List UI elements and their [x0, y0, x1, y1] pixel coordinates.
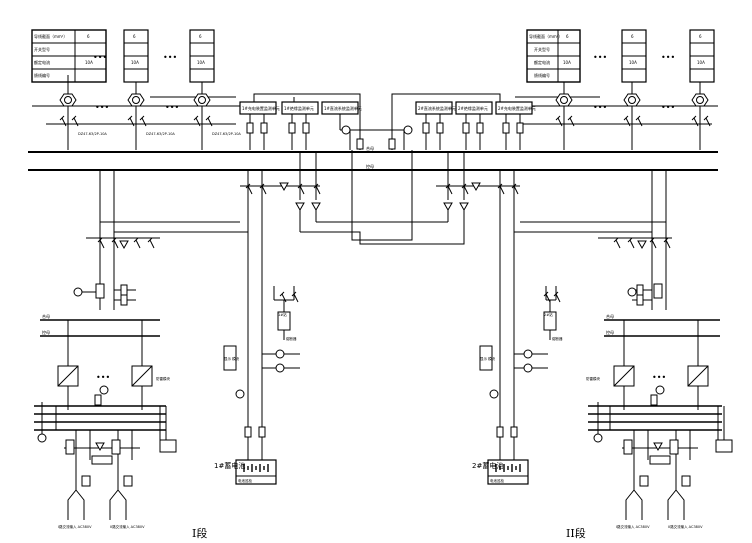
svg-text:•••: •••: [652, 373, 666, 382]
left-fuse-label: 熔断器: [286, 336, 297, 341]
right-module-2: 2#绝缘监测单元: [458, 105, 488, 111]
feeder-ellipsis-1: •••: [95, 103, 109, 112]
section-label-right: II段: [566, 526, 586, 540]
right-fuse-label: 熔断器: [552, 336, 563, 341]
left-ellipsis-1: •••: [93, 53, 107, 62]
module-wiring: [249, 93, 521, 150]
svg-text:•••: •••: [96, 373, 110, 382]
left-battery-label: 1#蓄电池: [214, 461, 245, 470]
left-ellipsis-2: •••: [163, 53, 177, 62]
lcol2-section: 6: [199, 34, 202, 39]
right-table-label-3: 馈线编号: [534, 72, 550, 78]
bus-tie-symbols: [245, 182, 519, 211]
right-feeder-table: 导线截面（mm²） 开关型号 额定电流 馈线编号 6 10A: [526, 29, 581, 83]
left-charger-section: [34, 170, 248, 520]
right-charger-symbols: [593, 237, 671, 451]
feeder-ellipsis-2: •••: [165, 103, 179, 112]
right-charger-ellipsis: •••: [652, 373, 666, 382]
left-feeder-table: 导线截面（mm²） 开关型号 额定电流 馈线编号 6 10A: [31, 29, 107, 83]
feeder-label-2: DZ47-63/2P-10A: [146, 132, 175, 136]
bus-control-label: 控母: [366, 163, 374, 169]
left-charger-ellipsis: •••: [96, 373, 110, 382]
left-sub-label: 1#站: [278, 312, 287, 317]
left-ac-in-2: II路交流输入 AC380V: [110, 524, 145, 529]
feeder-ellipsis-3: •••: [593, 103, 607, 112]
section-label-left: I段: [192, 526, 207, 540]
right-bus-closing: 合母: [606, 313, 614, 319]
rcol2-section: 6: [699, 34, 702, 39]
right-meter-module: [479, 345, 493, 371]
right-charger-section: [514, 170, 733, 520]
right-battery-monitor: 电池巡检: [490, 478, 504, 483]
lcol1-current: 10A: [131, 60, 139, 65]
right-battery-branch: [487, 200, 557, 485]
left-module-2: 1#绝缘监测单元: [284, 105, 314, 111]
left-monitor-modules: [239, 101, 359, 115]
left-charger-symbols: [37, 237, 155, 451]
lcol2-current: 10A: [197, 60, 205, 65]
left-table-value-2: 10A: [85, 60, 93, 65]
right-sub-label: 2#站: [544, 312, 553, 317]
right-monitor-modules: [415, 101, 533, 115]
right-battery-label: 2#蓄电池: [472, 461, 503, 470]
feeder-ellipsis-4: •••: [661, 103, 675, 112]
bus-closing-label: 合母: [366, 145, 374, 151]
right-ac-in-2: II路交流输入 AC380V: [668, 524, 703, 529]
left-cell-string: [243, 464, 269, 472]
right-table-value-0: 6: [566, 34, 569, 39]
right-surge-label: 防雷模块: [586, 376, 600, 381]
left-meter-label: 显示 模块: [224, 356, 240, 361]
bus-tie-section: [240, 150, 520, 245]
right-table-value-2: 10A: [563, 60, 571, 65]
left-table-value-0: 6: [87, 34, 90, 39]
right-ac-in-1: I路交流输入 AC380V: [616, 524, 650, 529]
right-column-boxes: [621, 29, 715, 83]
lcol1-section: 6: [133, 34, 136, 39]
left-column-boxes: [123, 29, 215, 83]
left-table-label-0: 导线截面（mm²）: [34, 33, 67, 39]
right-bus-control: 控母: [606, 329, 614, 335]
feeder-label-3: DZ47-63/2P-10A: [212, 132, 241, 136]
left-table-label-1: 开关型号: [34, 46, 50, 52]
left-module-3: 1#直流系统监测单元: [324, 105, 362, 111]
top-ct-symbols: [59, 93, 711, 127]
right-cell-string: [495, 464, 521, 472]
right-table-label-0: 导线截面（mm²）: [529, 33, 562, 39]
right-ellipsis-2: •••: [661, 53, 675, 62]
left-table-label-3: 馈线编号: [34, 72, 50, 78]
rcol2-current: 10A: [697, 60, 705, 65]
left-bus-control: 控母: [42, 329, 50, 335]
right-ellipsis-1: •••: [593, 53, 607, 62]
left-battery-monitor: 电池巡检: [238, 478, 252, 483]
left-bus-closing: 合母: [42, 313, 50, 319]
left-battery-branch: [235, 200, 300, 485]
right-module-3: 2#充电装置监测单元: [498, 105, 536, 111]
top-feeders: [32, 75, 718, 150]
right-meter-label: 显示 模块: [480, 356, 496, 361]
main-buses: [28, 151, 718, 171]
rcol1-section: 6: [631, 34, 634, 39]
right-table-label-1: 开关型号: [534, 46, 550, 52]
right-module-1: 2#直流系统监测单元: [418, 105, 456, 111]
left-module-1: 1#充电装置监测单元: [242, 105, 280, 111]
module-fuses: [246, 122, 524, 150]
feeder-label-1: DZ47-63/2P-10A: [78, 132, 107, 136]
right-table-label-2: 额定电流: [534, 59, 550, 65]
left-table-label-2: 额定电流: [34, 59, 50, 65]
left-ac-in-1: I路交流输入 AC380V: [58, 524, 92, 529]
left-surge-label: 防雷模块: [156, 376, 170, 381]
left-meter-module: [223, 345, 237, 371]
rcol1-current: 10A: [629, 60, 637, 65]
